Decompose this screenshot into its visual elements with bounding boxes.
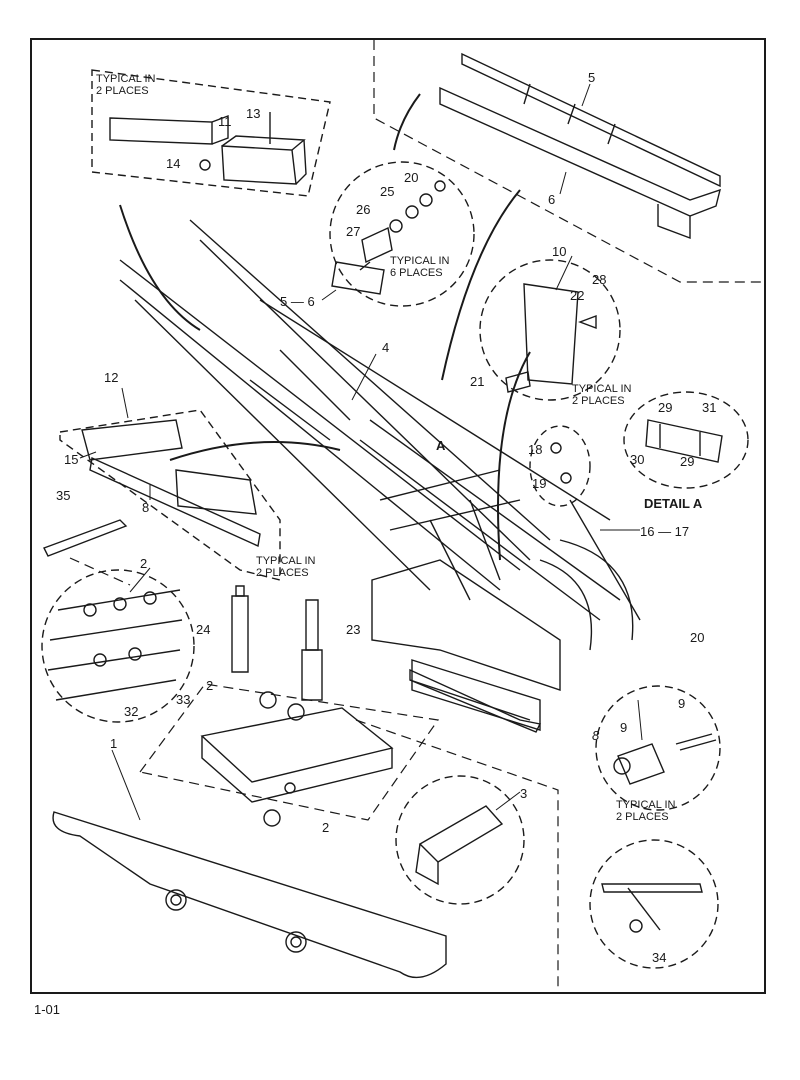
connector-curves: [169, 189, 531, 561]
inset-bolt-18-19: [529, 425, 641, 621]
callout-2: 2: [140, 556, 147, 571]
callout-32: 32: [124, 704, 138, 719]
note-typical-lowr-line2: 2 PLACES: [616, 811, 669, 823]
callout-23: 23: [346, 622, 360, 637]
callout-33: 33: [176, 692, 190, 707]
callout-5-6: 5 — 6: [280, 294, 315, 309]
callout-14: 14: [166, 156, 180, 171]
callout-8: 8: [142, 500, 149, 515]
inset-gusset-plate: [479, 259, 621, 401]
note-typical-mid-line1: TYPICAL IN: [572, 383, 632, 395]
callout-24: 24: [196, 622, 210, 637]
callout-10: 10: [552, 244, 566, 259]
callout-30: 30: [630, 452, 644, 467]
callout-19: 19: [532, 476, 546, 491]
inset-chain-links: [41, 569, 195, 723]
callout-4: 4: [382, 340, 389, 355]
inset-typical-6: [329, 161, 475, 307]
page-number: 1-01: [34, 1002, 61, 1017]
reference-a-label: A: [436, 438, 446, 453]
callout-9: 9: [620, 720, 627, 735]
note-typical-lowr-line1: TYPICAL IN: [616, 799, 676, 811]
callout-20: 20: [404, 170, 418, 185]
callout-25: 25: [380, 184, 394, 199]
callout-9: 9: [678, 696, 685, 711]
callout-21: 21: [470, 374, 484, 389]
callout-28: 28: [592, 272, 606, 287]
note-typical-6-line2: 6 PLACES: [390, 267, 443, 279]
note-typical-top-line1: TYPICAL IN: [96, 73, 156, 85]
callout-29: 29: [680, 454, 694, 469]
detail-a-inset: [623, 391, 749, 489]
note-typical-left-line1: TYPICAL IN: [256, 555, 316, 567]
note-typical-top-line2: 2 PLACES: [96, 85, 149, 97]
leader-lines: [79, 83, 643, 821]
callout-5: 5: [588, 70, 595, 85]
main-frame: [119, 219, 634, 731]
inset-linkage: [589, 839, 719, 969]
strap-35: [43, 519, 128, 557]
callout-6: 6: [548, 192, 555, 207]
callout-13: 13: [246, 106, 260, 121]
inset-typical-2-top: [91, 69, 331, 331]
callout-26: 26: [356, 202, 370, 217]
callout-35: 35: [56, 488, 70, 503]
callout-29: 29: [658, 400, 672, 415]
note-typical-left-line2: 2 PLACES: [256, 567, 309, 579]
inset-spring: [595, 685, 721, 811]
lower-arm: [409, 668, 542, 733]
callout-2: 2: [206, 678, 213, 693]
track-plate: [200, 691, 394, 827]
callout-27: 27: [346, 224, 360, 239]
callout-11: 11: [218, 114, 232, 129]
callout-2: 2: [322, 820, 329, 835]
callout-18: 18: [528, 442, 542, 457]
callout-34: 34: [652, 950, 666, 965]
callout-labels: 1 2 2 2 3 4 5 5 — 6 6 8 8 9 9 10 11 12 1…: [56, 70, 716, 965]
track-chain: [52, 811, 447, 979]
note-typical-mid-line2: 2 PLACES: [572, 395, 625, 407]
callout-16-17: 16 — 17: [640, 524, 689, 539]
callout-15: 15: [64, 452, 78, 467]
callout-3: 3: [520, 786, 527, 801]
inset-guide-3: [395, 775, 525, 905]
callout-22: 22: [570, 288, 584, 303]
callout-20: 20: [690, 630, 704, 645]
side-rails: [393, 52, 721, 240]
note-typical-6-line1: TYPICAL IN: [390, 255, 450, 267]
callout-12: 12: [104, 370, 118, 385]
diagram-notes: TYPICAL IN 2 PLACES TYPICAL IN 6 PLACES …: [96, 73, 703, 823]
post-parts: [231, 585, 323, 701]
callout-1: 1: [110, 736, 117, 751]
callout-8: 8: [592, 728, 600, 743]
detail-a-label: DETAIL A: [644, 496, 703, 511]
callout-31: 31: [702, 400, 716, 415]
diagram-frame: [30, 38, 766, 994]
inset-wear-blocks: [59, 409, 281, 581]
